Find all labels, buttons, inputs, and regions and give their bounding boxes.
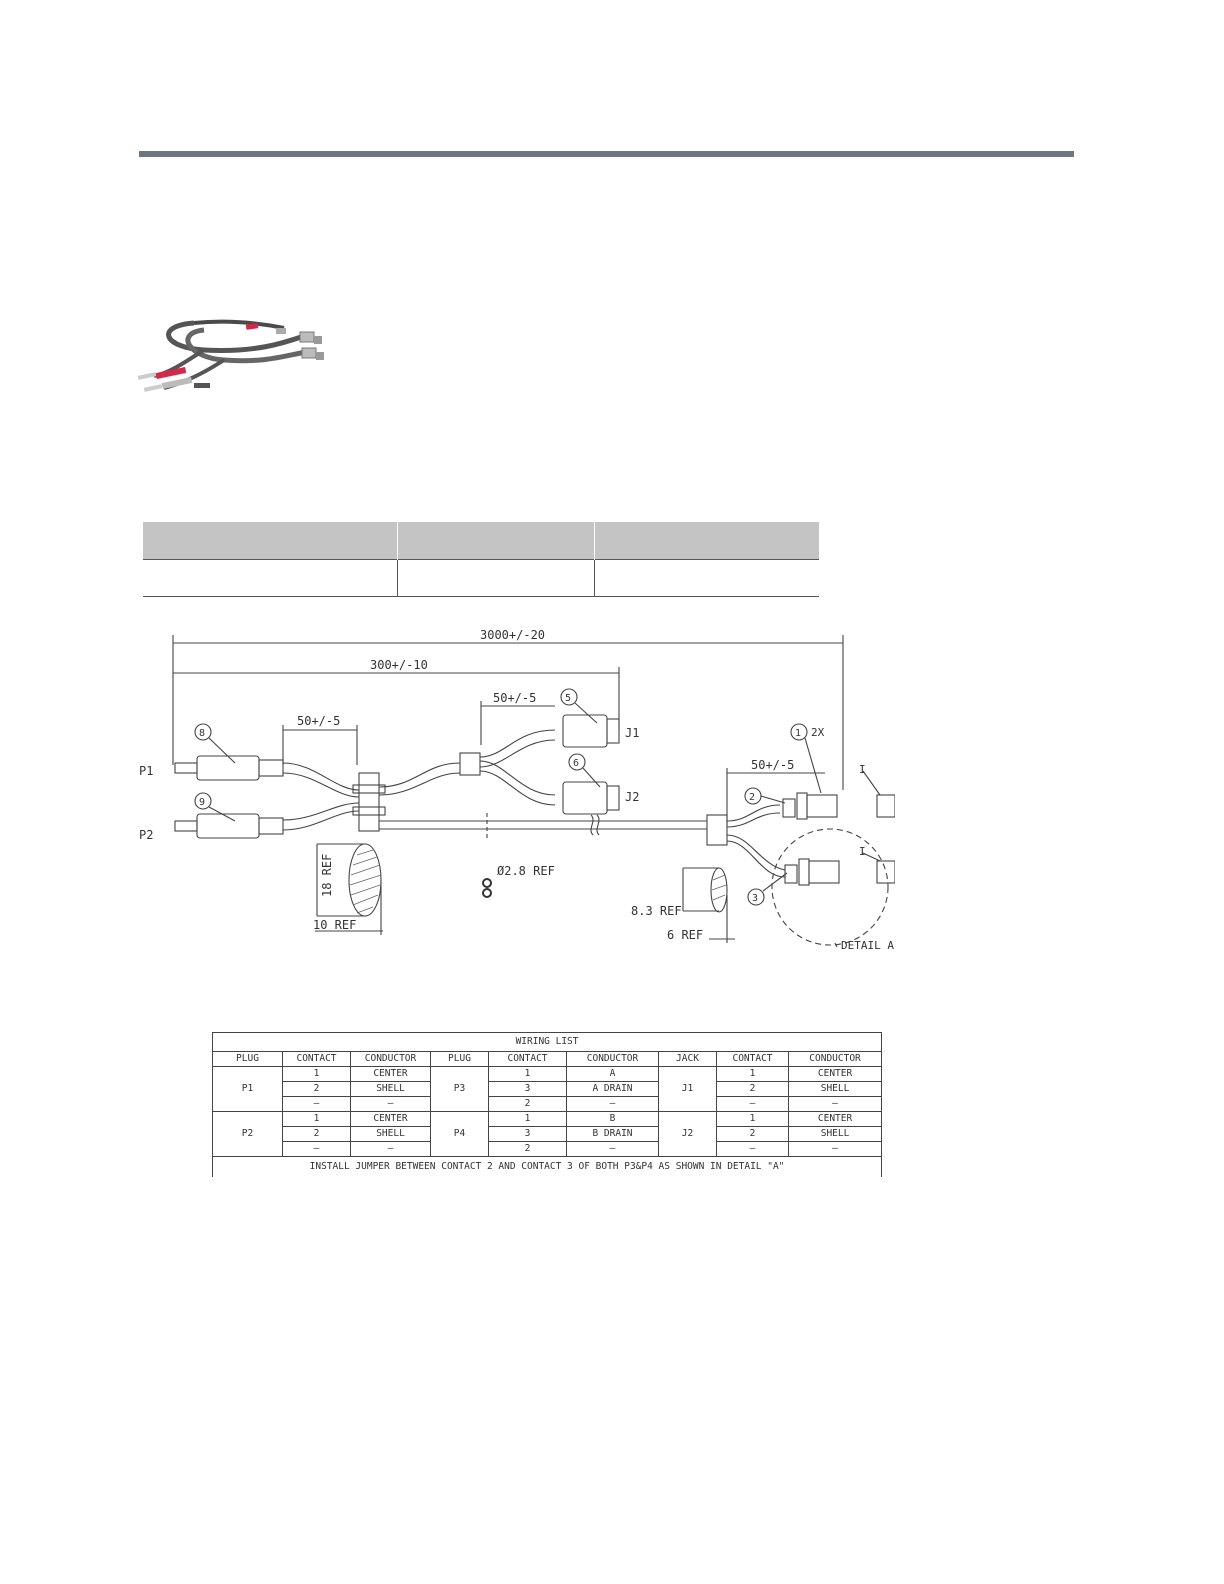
label-i-bottom: I: [859, 845, 866, 858]
conductor-cell: B DRAIN: [566, 1126, 659, 1142]
label-j1: J1: [625, 726, 639, 740]
label-j2: J2: [625, 790, 639, 804]
jack-label: J1: [658, 1066, 717, 1112]
header-rule: [139, 151, 1074, 157]
spec-header-3: [594, 522, 819, 560]
dim-split: 300+/-10: [370, 658, 428, 672]
wiring-header: PLUG: [430, 1051, 489, 1067]
table-row: 2 SHELL 3 A DRAIN 2 SHELL: [213, 1081, 883, 1097]
jack-label: J2: [658, 1111, 717, 1157]
balloon-9: 9: [199, 797, 205, 808]
dim-end-tail: 50+/-5: [751, 758, 794, 772]
table-row: [143, 559, 819, 597]
balloon-3: 3: [752, 893, 758, 904]
spec-header-2: [397, 522, 595, 560]
plug-label: P3: [430, 1066, 489, 1112]
spec-cell: [397, 559, 595, 597]
dim-plug-tail: 50+/-5: [297, 714, 340, 728]
cable-technical-drawing: 3000+/-20 300+/-10 50+/-5 50+/-5 50+/-5 …: [139, 628, 895, 952]
detail-a-label: DETAIL A: [841, 939, 894, 952]
qty-2x: 2X: [811, 726, 825, 739]
contact-cell: 2: [716, 1126, 789, 1142]
label-p1: P1: [139, 764, 153, 778]
wiring-header: CONDUCTOR: [566, 1051, 659, 1067]
conductor-cell: —: [566, 1141, 659, 1157]
table-row: P1 1 CENTER P3 1 A J1 1 CENTER: [212, 1066, 883, 1112]
contact-cell: 1: [488, 1111, 567, 1127]
contact-cell: 2: [282, 1081, 351, 1097]
conductor-cell: A: [566, 1066, 659, 1082]
table-row: 2 SHELL 3 B DRAIN 2 SHELL: [213, 1126, 883, 1142]
plug-label: P4: [430, 1111, 489, 1157]
conductor-cell: B: [566, 1111, 659, 1127]
conductor-cell: —: [350, 1096, 431, 1112]
wiring-list-table: WIRING LIST PLUG CONTACT CONDUCTOR PLUG …: [211, 1032, 883, 1177]
dim-ref-diameter: Ø2.8 REF: [497, 864, 555, 878]
wiring-list-title: WIRING LIST: [211, 1032, 883, 1052]
label-i-top: I: [859, 763, 866, 776]
wiring-header: CONTACT: [716, 1051, 789, 1067]
contact-cell: —: [716, 1096, 789, 1112]
spec-header-1: [143, 522, 398, 560]
conductor-cell: —: [787, 1141, 883, 1157]
conductor-cell: CENTER: [787, 1066, 883, 1082]
conductor-cell: —: [350, 1141, 431, 1157]
conductor-cell: SHELL: [350, 1126, 431, 1142]
contact-cell: 1: [282, 1111, 351, 1127]
wiring-header: JACK: [658, 1051, 717, 1067]
conductor-cell: SHELL: [787, 1081, 883, 1097]
balloon-1: 1: [795, 728, 801, 739]
table-row: — — 2 — — —: [213, 1096, 883, 1112]
conductor-cell: CENTER: [350, 1066, 431, 1082]
cable-product-photo: [137, 319, 324, 392]
wiring-header: CONTACT: [488, 1051, 567, 1067]
wiring-footnote: INSTALL JUMPER BETWEEN CONTACT 2 AND CON…: [211, 1156, 883, 1177]
conductor-cell: CENTER: [350, 1111, 431, 1127]
contact-cell: —: [282, 1096, 351, 1112]
contact-cell: —: [282, 1141, 351, 1157]
spec-cell: [143, 559, 398, 597]
dim-ref-8-3: 8.3 REF: [631, 904, 682, 918]
dim-ref-10: 10 REF: [313, 918, 356, 932]
spec-table: [143, 522, 819, 597]
contact-cell: —: [716, 1141, 789, 1157]
conductor-cell: CENTER: [787, 1111, 883, 1127]
plug-label: P1: [212, 1066, 283, 1112]
conductor-cell: SHELL: [350, 1081, 431, 1097]
conductor-cell: SHELL: [787, 1126, 883, 1142]
wiring-header-row: PLUG CONTACT CONDUCTOR PLUG CONTACT COND…: [212, 1051, 883, 1067]
contact-cell: 2: [488, 1141, 567, 1157]
plug-label: P2: [212, 1111, 283, 1157]
contact-cell: 2: [282, 1126, 351, 1142]
conductor-cell: —: [566, 1096, 659, 1112]
label-p2: P2: [139, 828, 153, 842]
contact-cell: 1: [282, 1066, 351, 1082]
wiring-header: CONDUCTOR: [787, 1051, 883, 1067]
contact-cell: 3: [488, 1081, 567, 1097]
contact-cell: 2: [716, 1081, 789, 1097]
dim-jack-tail: 50+/-5: [493, 691, 536, 705]
dim-ref-6: 6 REF: [667, 928, 703, 942]
balloon-5: 5: [565, 693, 571, 704]
conductor-cell: —: [787, 1096, 883, 1112]
spec-cell: [594, 559, 819, 597]
conductor-cell: A DRAIN: [566, 1081, 659, 1097]
dim-overall: 3000+/-20: [480, 628, 545, 642]
table-row: — — 2 — — —: [213, 1141, 883, 1157]
contact-cell: 1: [488, 1066, 567, 1082]
contact-cell: 1: [716, 1066, 789, 1082]
contact-cell: 3: [488, 1126, 567, 1142]
contact-cell: 1: [716, 1111, 789, 1127]
wiring-header: CONDUCTOR: [350, 1051, 431, 1067]
balloon-8: 8: [199, 728, 205, 739]
table-row: P2 1 CENTER P4 1 B J2 1 CENTER: [212, 1111, 883, 1157]
balloon-2: 2: [749, 792, 755, 803]
balloon-6: 6: [573, 758, 579, 769]
wiring-header: CONTACT: [282, 1051, 351, 1067]
contact-cell: 2: [488, 1096, 567, 1112]
dim-ref-18: 18 REF: [320, 854, 334, 897]
wiring-header: PLUG: [212, 1051, 283, 1067]
